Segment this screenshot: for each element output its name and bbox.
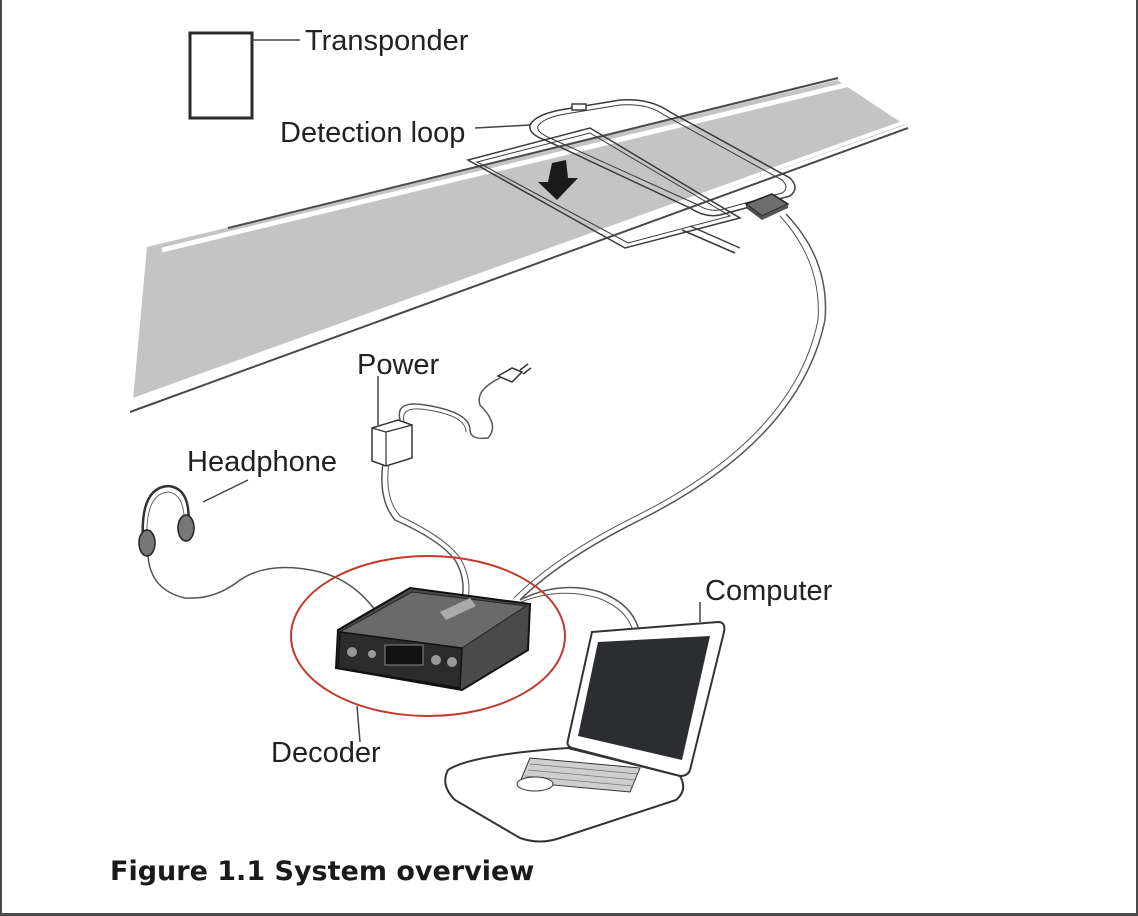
transponder bbox=[188, 31, 300, 120]
label-headphone: Headphone bbox=[187, 446, 337, 478]
label-decoder: Decoder bbox=[271, 737, 381, 769]
cables bbox=[147, 213, 827, 637]
loop-connector bbox=[744, 193, 790, 220]
label-detection-loop: Detection loop bbox=[280, 117, 465, 149]
label-transponder: Transponder bbox=[305, 25, 469, 57]
laptop-computer bbox=[444, 620, 726, 843]
label-computer: Computer bbox=[705, 575, 833, 607]
road bbox=[129, 77, 909, 413]
power-plug bbox=[496, 363, 532, 383]
decoder-device bbox=[334, 586, 532, 692]
figure-caption: Figure 1.1 System overview bbox=[110, 856, 535, 887]
detection-loop bbox=[466, 99, 796, 254]
leader-lines bbox=[202, 124, 701, 743]
headphone-icon bbox=[138, 484, 195, 557]
power-adapter bbox=[371, 419, 413, 467]
label-power: Power bbox=[357, 349, 440, 381]
decoder-highlight-ellipse bbox=[290, 555, 566, 717]
down-arrow-icon bbox=[538, 160, 578, 200]
